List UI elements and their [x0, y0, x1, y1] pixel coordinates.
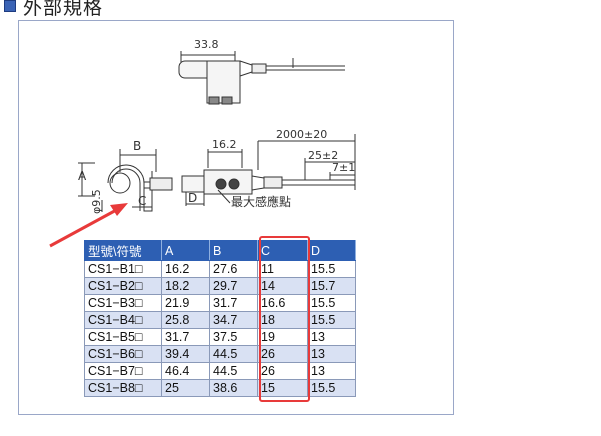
cell-d: 15.7 [307, 277, 356, 295]
dim-a-label: A [78, 169, 87, 183]
cell-b: 38.6 [209, 379, 258, 397]
table-row: CS1−B3□ 21.9 31.7 16.6 15.5 [84, 294, 356, 312]
cell-a: 16.2 [161, 260, 210, 278]
top-view-sensor [178, 51, 345, 105]
front-view-sensor [181, 134, 356, 206]
header-d: D [307, 240, 356, 261]
bullet-square-icon [4, 0, 16, 12]
cell-c: 15 [257, 379, 308, 397]
sensing-point-label: 最大感應點 [231, 194, 291, 209]
dim-strip2-label: 7±1 [332, 161, 355, 174]
cell-b: 37.5 [209, 328, 258, 346]
column-c-highlight-box [259, 236, 310, 402]
cell-c: 19 [257, 328, 308, 346]
red-arrow-icon [49, 203, 128, 248]
cell-a: 46.4 [161, 362, 210, 380]
cell-b: 31.7 [209, 294, 258, 312]
cell-c: 11 [257, 260, 308, 278]
header-b: B [209, 240, 258, 261]
cell-model: CS1−B6□ [84, 345, 162, 363]
table-row: CS1−B6□ 39.4 44.5 26 13 [84, 345, 356, 363]
cell-b: 27.6 [209, 260, 258, 278]
table-row: CS1−B4□ 25.8 34.7 18 15.5 [84, 311, 356, 329]
section-heading: 外部規格 [4, 0, 104, 19]
cell-b: 29.7 [209, 277, 258, 295]
dim-phi-label: φ9.5 [90, 189, 103, 214]
table-row: CS1−B1□ 16.2 27.6 11 15.5 [84, 260, 356, 278]
dim-strip1-label: 25±2 [308, 149, 338, 162]
bracket-side-view [78, 149, 173, 212]
cell-c: 18 [257, 311, 308, 329]
cell-d: 15.5 [307, 379, 356, 397]
cell-model: CS1−B8□ [84, 379, 162, 397]
cell-model: CS1−B2□ [84, 277, 162, 295]
dim-width-label: 16.2 [212, 138, 237, 151]
cell-b: 34.7 [209, 311, 258, 329]
cell-c: 26 [257, 362, 308, 380]
cell-model: CS1−B4□ [84, 311, 162, 329]
cell-c: 16.6 [257, 294, 308, 312]
cell-d: 13 [307, 345, 356, 363]
spec-frame [18, 20, 454, 415]
table-row: CS1−B7□ 46.4 44.5 26 13 [84, 362, 356, 380]
cell-b: 44.5 [209, 345, 258, 363]
spec-table: 型號\符號 A B C D CS1−B1□ 16.2 27.6 11 15.5 … [84, 240, 356, 397]
cell-d: 15.5 [307, 311, 356, 329]
cell-a: 21.9 [161, 294, 210, 312]
dim-d-label: D [188, 191, 197, 205]
dim-cable-label: 2000±20 [276, 128, 327, 141]
cell-model: CS1−B1□ [84, 260, 162, 278]
cell-a: 25 [161, 379, 210, 397]
dim-length-label: 33.8 [194, 38, 219, 51]
dim-c-label: C [138, 194, 146, 208]
dim-b-label: B [133, 139, 141, 153]
cell-d: 13 [307, 362, 356, 380]
cell-a: 25.8 [161, 311, 210, 329]
header-c: C [257, 240, 308, 261]
cell-a: 31.7 [161, 328, 210, 346]
table-row: CS1−B8□ 25 38.6 15 15.5 [84, 379, 356, 397]
header-model: 型號\符號 [84, 240, 162, 261]
cell-a: 39.4 [161, 345, 210, 363]
cell-a: 18.2 [161, 277, 210, 295]
table-row: CS1−B2□ 18.2 29.7 14 15.7 [84, 277, 356, 295]
table-header-row: 型號\符號 A B C D [84, 240, 356, 261]
cell-c: 26 [257, 345, 308, 363]
cell-d: 13 [307, 328, 356, 346]
cell-d: 15.5 [307, 260, 356, 278]
cell-model: CS1−B7□ [84, 362, 162, 380]
header-a: A [161, 240, 210, 261]
table-row: CS1−B5□ 31.7 37.5 19 13 [84, 328, 356, 346]
cell-model: CS1−B3□ [84, 294, 162, 312]
cell-b: 44.5 [209, 362, 258, 380]
cell-model: CS1−B5□ [84, 328, 162, 346]
cell-d: 15.5 [307, 294, 356, 312]
section-title: 外部規格 [23, 0, 104, 19]
